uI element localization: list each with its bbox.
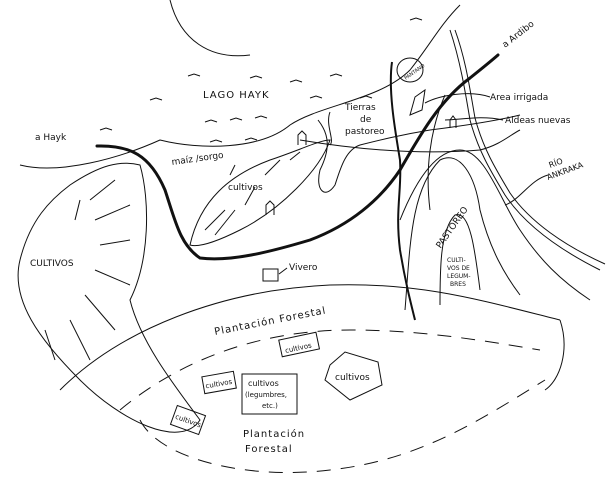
crops-box-1 — [278, 331, 321, 358]
nursery-label: Vivero — [289, 263, 318, 273]
grazing-land-label-2: de — [360, 115, 372, 125]
crops-small-label: cultivos — [228, 183, 263, 193]
legume-crops-label-1: CULTI- — [447, 257, 466, 264]
maize-sorghum-field — [189, 139, 331, 247]
crops-polygon — [324, 351, 383, 401]
irrigated-area-label: Area irrigada — [490, 93, 548, 103]
leader-arrows — [278, 93, 549, 275]
lake-shoreline-upper — [169, 0, 251, 57]
to-ardibo-label: a Ardibo — [501, 19, 537, 50]
forest-plantation-bottom-label-1: Plantación — [243, 428, 305, 440]
forest-plantation-band-outer — [59, 284, 561, 391]
left-crop-field — [17, 162, 201, 433]
crops-left-label: CULTIVOS — [30, 259, 74, 269]
river-ankraka-bank — [454, 29, 606, 265]
field-hatching — [44, 179, 131, 361]
legume-crops-label-4: BRES — [450, 281, 466, 288]
village-icon — [265, 200, 275, 215]
maize-sorghum-label: maíz /sorgo — [171, 151, 225, 168]
legume-crops-label-2: VOS DE — [447, 265, 470, 272]
lake-waves — [99, 17, 423, 143]
lake-label: LAGO HAYK — [203, 90, 270, 101]
village-icon — [449, 115, 457, 128]
crops-box-4 — [169, 404, 207, 436]
to-hayk-label: a Hayk — [35, 133, 67, 143]
nursery-plot — [262, 268, 279, 282]
main-road — [95, 53, 500, 261]
swamp-area — [396, 57, 424, 83]
crops-box-3-label-2: (legumbres, — [245, 391, 287, 399]
river-ankraka — [449, 29, 601, 271]
pastoreo-hill-inner — [439, 214, 481, 306]
lower-area-boundary — [139, 379, 546, 473]
crops-polygon-label: cultivos — [335, 373, 370, 383]
outer-boundary-right — [544, 319, 565, 391]
forest-plantation-bottom-label-2: Forestal — [245, 444, 293, 455]
grazing-land-label-3: pastoreo — [345, 127, 385, 137]
irrigated-area-marker — [409, 88, 426, 116]
legume-crops-label-3: LEGUM- — [447, 273, 471, 280]
lake-edge-connector — [328, 111, 332, 146]
forest-plantation-band-label: Plantación Forestal — [213, 304, 327, 338]
river-tributary — [427, 94, 446, 211]
lake-shoreline — [19, 4, 461, 169]
village-icon — [297, 130, 307, 145]
grazing-label: PASTOREO — [435, 205, 471, 250]
grazing-land-boundary — [317, 114, 521, 193]
new-villages-label: Aldeas nuevas — [505, 116, 571, 126]
crops-box-2-label: cultivos — [205, 378, 233, 391]
grazing-land-label-1: Tierras — [344, 103, 376, 113]
crops-box-3-label-3: etc.) — [262, 402, 278, 410]
pastoreo-hill-outer — [404, 157, 521, 311]
crops-box-2 — [201, 370, 237, 395]
irrigation-line — [299, 129, 521, 153]
leaf-hatching — [204, 151, 301, 236]
crops-box-3-label-1: cultivos — [248, 379, 279, 388]
forest-plantation-band-inner — [119, 329, 541, 411]
pastoreo-hill-ridge — [399, 149, 591, 301]
secondary-road — [389, 61, 416, 321]
crops-box-3 — [241, 373, 298, 415]
